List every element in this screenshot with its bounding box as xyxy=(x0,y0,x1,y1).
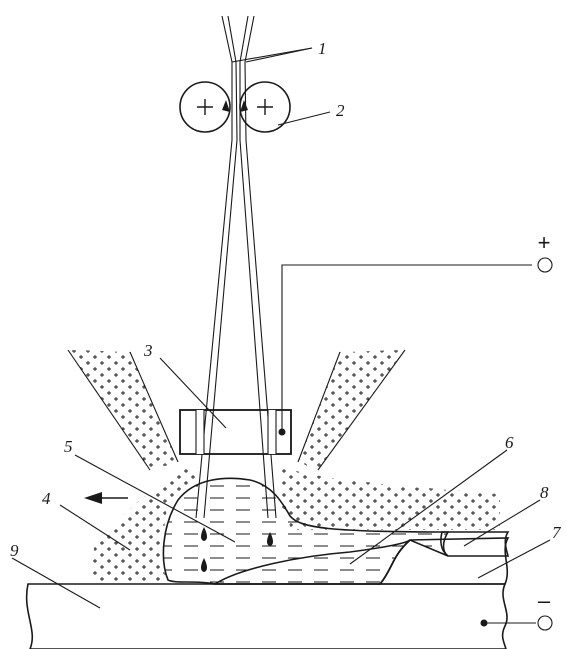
arrow-left-icon xyxy=(84,492,128,504)
negative-terminal-sign: – xyxy=(538,588,551,613)
droplet-icon xyxy=(201,527,273,572)
label-weld-bead: 7 xyxy=(552,523,562,542)
contact-tip xyxy=(179,409,292,455)
label-wires: 1 xyxy=(318,39,327,58)
electrode-wires xyxy=(195,15,277,519)
slag-crust xyxy=(440,531,510,557)
weld-pool xyxy=(212,539,411,585)
plus-icon xyxy=(197,99,273,115)
negative-connection: – xyxy=(480,588,553,631)
label-arc-cavity: 5 xyxy=(64,437,73,456)
label-slag-crust: 8 xyxy=(540,483,549,502)
circle-terminal-icon xyxy=(537,257,553,273)
feed-rollers xyxy=(179,81,291,133)
positive-connection: + xyxy=(281,230,553,432)
flux-layer xyxy=(67,349,500,582)
label-base-metal: 9 xyxy=(10,541,19,560)
callout-labels: 1 2 3 4 5 6 7 8 9 xyxy=(10,39,562,560)
label-weld-pool: 6 xyxy=(505,433,514,452)
positive-terminal-sign: + xyxy=(538,230,551,255)
base-metal xyxy=(25,583,508,649)
leader-lines xyxy=(11,47,551,609)
circle-terminal-icon xyxy=(537,615,553,631)
label-feed-rollers: 2 xyxy=(336,101,345,120)
label-contact-tip: 3 xyxy=(143,341,153,360)
label-flux: 4 xyxy=(42,489,51,508)
